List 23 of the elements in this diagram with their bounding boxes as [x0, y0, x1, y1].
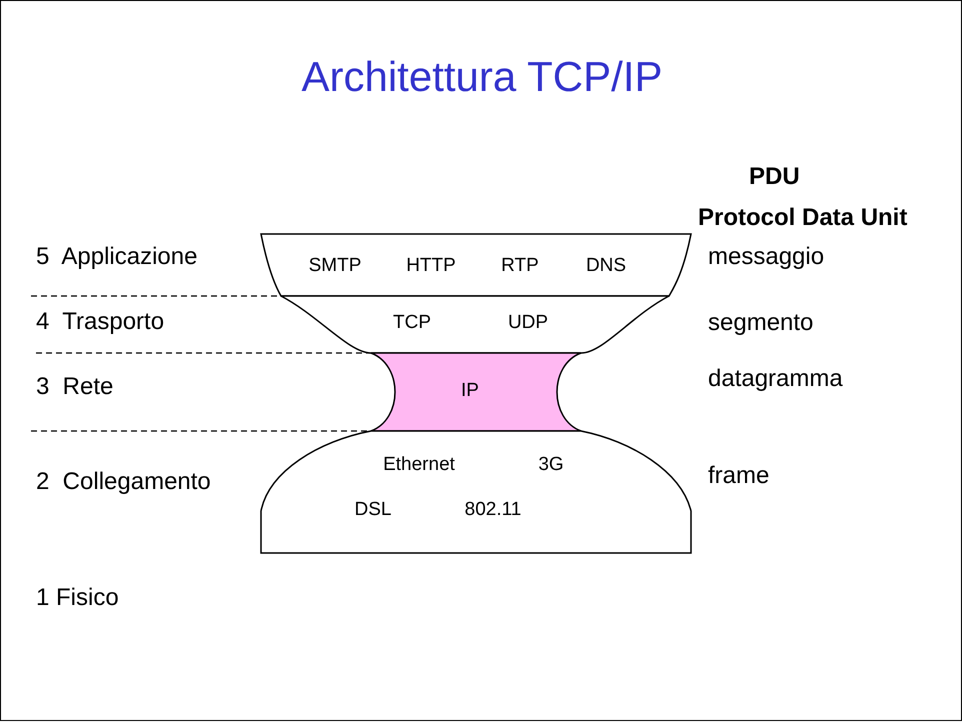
pdu-name: frame	[708, 462, 770, 490]
protocol-name: IP	[461, 380, 479, 402]
protocol-name: TCP	[393, 312, 431, 334]
protocol-name: RTP	[501, 255, 539, 277]
protocol-name: 3G	[538, 454, 564, 476]
pdu-name: messaggio	[708, 243, 824, 271]
layer-name: 5 Applicazione	[36, 243, 198, 271]
layer-name: 3 Rete	[36, 373, 114, 401]
protocol-name: HTTP	[406, 255, 456, 277]
protocol-name: DNS	[586, 255, 626, 277]
column-heading: PDU	[749, 163, 800, 191]
layer-name: 1 Fisico	[36, 584, 119, 612]
protocol-name: UDP	[508, 312, 548, 334]
title: Architettura TCP/IP	[300, 53, 664, 101]
protocol-name: 802.11	[464, 499, 522, 521]
column-heading: Protocol Data Unit	[698, 204, 908, 232]
protocol-name: Ethernet	[383, 454, 455, 476]
layer-name: 2 Collegamento	[36, 468, 211, 496]
pdu-name: datagramma	[708, 365, 843, 393]
pdu-name: segmento	[708, 309, 814, 337]
protocol-name: SMTP	[308, 255, 362, 277]
protocol-name: DSL	[354, 499, 392, 521]
layer-name: 4 Trasporto	[36, 308, 164, 336]
